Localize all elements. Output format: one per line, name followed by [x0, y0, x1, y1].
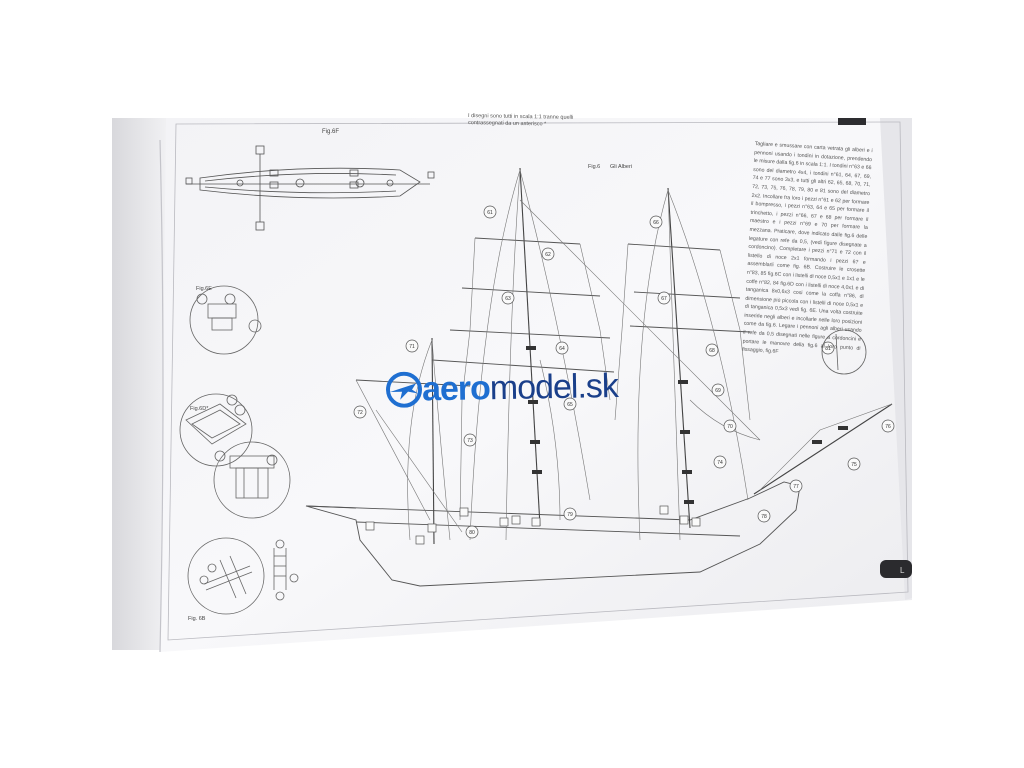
ship-callouts — [353, 205, 895, 539]
ship-hull — [305, 481, 801, 587]
mast-bands — [526, 346, 848, 504]
watermark-brand-part1: aero — [421, 368, 491, 408]
callout-number: 72 — [357, 410, 363, 416]
assembly-instructions: Tagliare e smussare con carta vetrata gl… — [741, 140, 873, 356]
callout-number: 65 — [567, 402, 573, 408]
callout-number: 71 — [409, 344, 415, 350]
fig-6d-detail — [179, 393, 253, 467]
fig-6c-detail — [213, 441, 291, 519]
page-tab — [880, 560, 912, 578]
callout-number: 78 — [761, 514, 767, 520]
page-main — [160, 118, 912, 652]
fig-6d-label: Fig.6D* — [190, 406, 209, 412]
watermark-brand-part2: model.sk — [489, 366, 619, 407]
callout-number: 62 — [545, 252, 551, 258]
page-right-edge — [880, 118, 912, 600]
fig-6b-detail — [187, 537, 265, 615]
callout-number: 61 — [487, 210, 493, 216]
callout-number: 81 — [825, 346, 831, 352]
callout-number: 66 — [653, 220, 659, 226]
scale-note: I disegni sono tutti in scala 1:1 tranne… — [467, 113, 574, 128]
fig-6b-label: Fig. 6B — [188, 616, 206, 622]
callout-number: 75 — [851, 462, 857, 468]
fig-detail-right — [821, 329, 867, 375]
callout-number: 80 — [469, 530, 475, 536]
fig-6f-label: Fig.6F — [322, 129, 339, 135]
ship-yards — [355, 237, 751, 387]
callout-number: 64 — [559, 346, 565, 352]
fig-6f-deck-plan — [185, 145, 435, 231]
fig-6e-detail — [189, 285, 262, 355]
page-border — [167, 121, 909, 641]
callout-number: 69 — [715, 388, 721, 394]
callout-number: 70 — [727, 424, 733, 430]
callout-number: 79 — [567, 512, 573, 518]
ship-rigging — [355, 169, 893, 541]
plane-icon — [386, 371, 423, 408]
fig-6-title: Gli Alberi — [610, 164, 632, 170]
page-under — [112, 118, 174, 650]
callout-number: 77 — [793, 484, 799, 490]
deck-pins — [365, 505, 701, 545]
fig-6b-ladder — [273, 539, 299, 601]
callout-number: 67 — [661, 296, 667, 302]
fig-6e-label: Fig.6E — [196, 286, 212, 292]
callout-number: 76 — [885, 424, 891, 430]
callout-number: 63 — [505, 296, 511, 302]
page-number: L — [900, 566, 905, 575]
page-tag-top — [838, 118, 866, 125]
fig-6-label: Fig.6 — [588, 164, 600, 170]
callout-number: 68 — [709, 348, 715, 354]
page-curl — [159, 139, 164, 653]
callout-number: 74 — [717, 460, 723, 466]
callout-number: 73 — [467, 438, 473, 444]
